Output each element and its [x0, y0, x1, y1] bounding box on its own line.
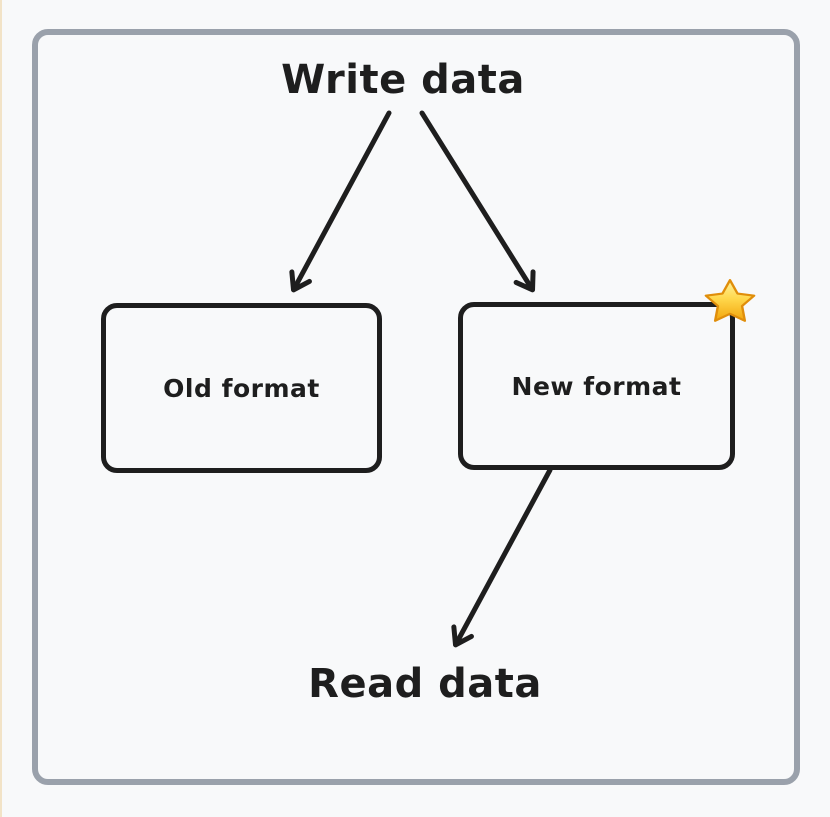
canvas-frame [32, 29, 800, 785]
write-data-label[interactable]: Write data [281, 57, 525, 103]
arrow-write-to-new[interactable] [419, 110, 536, 293]
node-old-format-label: Old format [163, 373, 320, 403]
arrow-write-to-old[interactable] [289, 110, 392, 293]
arrow-new-to-read[interactable] [451, 467, 553, 648]
left-edge-strip [0, 0, 2, 817]
node-new-format[interactable]: New format [458, 302, 735, 470]
node-new-format-label: New format [511, 371, 682, 401]
node-old-format[interactable]: Old format [101, 303, 382, 473]
read-data-label[interactable]: Read data [308, 661, 542, 707]
star-icon[interactable] [701, 278, 759, 324]
